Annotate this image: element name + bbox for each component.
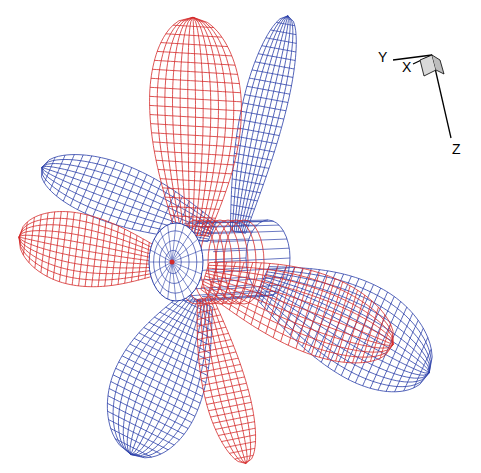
cap-spoke bbox=[172, 262, 202, 274]
mesh-line bbox=[236, 16, 288, 232]
cap-spoke bbox=[154, 239, 172, 262]
mesh-line bbox=[192, 17, 196, 235]
mesh-line bbox=[180, 17, 193, 234]
mesh-line bbox=[197, 299, 246, 463]
mesh-line bbox=[263, 279, 429, 372]
mesh-line bbox=[19, 237, 159, 280]
blade-mesh bbox=[230, 16, 296, 234]
mesh-line bbox=[19, 225, 161, 255]
mesh-line bbox=[242, 16, 290, 233]
mesh-line bbox=[19, 237, 159, 268]
mesh-line bbox=[203, 281, 393, 348]
cap-spoke bbox=[150, 250, 172, 262]
mesh-line bbox=[246, 16, 297, 234]
mesh-line bbox=[173, 17, 193, 234]
mesh-line bbox=[107, 293, 183, 455]
cap-outline bbox=[149, 223, 203, 301]
mesh-line bbox=[165, 17, 193, 234]
aft-propeller-mesh bbox=[42, 16, 433, 458]
mesh-line bbox=[206, 273, 393, 344]
blade-mesh bbox=[19, 212, 162, 287]
mesh-line bbox=[240, 16, 288, 233]
mesh-line bbox=[234, 16, 288, 232]
mesh-line bbox=[42, 164, 214, 228]
cap-spoke bbox=[172, 230, 192, 262]
mesh-line bbox=[19, 235, 160, 259]
mesh-line bbox=[131, 305, 208, 456]
axis-triad bbox=[393, 55, 451, 138]
mesh-line bbox=[268, 269, 431, 373]
blade-mesh bbox=[201, 262, 393, 363]
blade-mesh bbox=[255, 267, 432, 392]
axis-label: X bbox=[402, 60, 411, 74]
mesh-line bbox=[193, 17, 211, 235]
mesh-line bbox=[42, 167, 211, 234]
mesh-line bbox=[19, 231, 161, 257]
cap-spoke bbox=[154, 262, 172, 285]
cap-spoke bbox=[150, 262, 172, 274]
mesh-line bbox=[209, 262, 393, 344]
fore-propeller-mesh bbox=[19, 17, 393, 463]
mesh-line bbox=[261, 285, 429, 373]
cap-spoke bbox=[172, 239, 198, 262]
mesh-line bbox=[19, 237, 159, 274]
axis-label: Y bbox=[378, 50, 387, 64]
cap-spoke bbox=[172, 262, 176, 301]
blade-mesh bbox=[107, 293, 212, 458]
blade-mesh bbox=[150, 17, 242, 236]
mesh-line bbox=[193, 17, 234, 236]
mesh-line bbox=[264, 277, 429, 373]
mesh-line bbox=[193, 17, 218, 235]
mesh-line bbox=[113, 294, 186, 455]
mesh-line bbox=[203, 284, 394, 352]
mesh-line bbox=[131, 300, 198, 455]
axis-cube-side bbox=[432, 55, 444, 74]
hub-line bbox=[214, 258, 290, 262]
cap-spoke bbox=[168, 225, 172, 262]
mesh-line bbox=[131, 304, 205, 455]
hub-cap-mesh bbox=[149, 223, 203, 301]
cap-spoke bbox=[172, 250, 202, 262]
mesh-line bbox=[200, 299, 246, 463]
mesh-line bbox=[42, 166, 213, 229]
mesh-line bbox=[244, 16, 293, 233]
mesh-line bbox=[150, 17, 193, 234]
mesh-line bbox=[131, 302, 203, 454]
blade-mesh bbox=[197, 297, 255, 464]
mesh-line bbox=[123, 296, 191, 454]
cap-spoke bbox=[160, 262, 172, 294]
mesh-line bbox=[265, 274, 429, 372]
mesh-line bbox=[130, 299, 196, 455]
cap-spoke bbox=[172, 262, 203, 263]
mesh-line bbox=[238, 16, 288, 232]
mesh-line bbox=[193, 17, 203, 235]
mesh-line bbox=[19, 212, 162, 250]
mesh-line bbox=[188, 17, 193, 235]
mesh-line bbox=[157, 17, 193, 234]
mesh-line bbox=[193, 17, 226, 235]
axis-label: Z bbox=[452, 142, 461, 156]
mesh-line bbox=[205, 298, 246, 463]
mesh-line bbox=[131, 301, 200, 454]
mesh-line bbox=[193, 17, 241, 236]
cap-tip bbox=[170, 260, 175, 265]
mesh-line bbox=[19, 237, 160, 262]
mesh-line bbox=[208, 265, 393, 344]
mesh-line bbox=[208, 298, 248, 464]
mesh-line bbox=[205, 276, 393, 345]
cap-spoke bbox=[149, 262, 172, 263]
mesh-line bbox=[118, 295, 188, 454]
mesh-line bbox=[19, 218, 161, 252]
